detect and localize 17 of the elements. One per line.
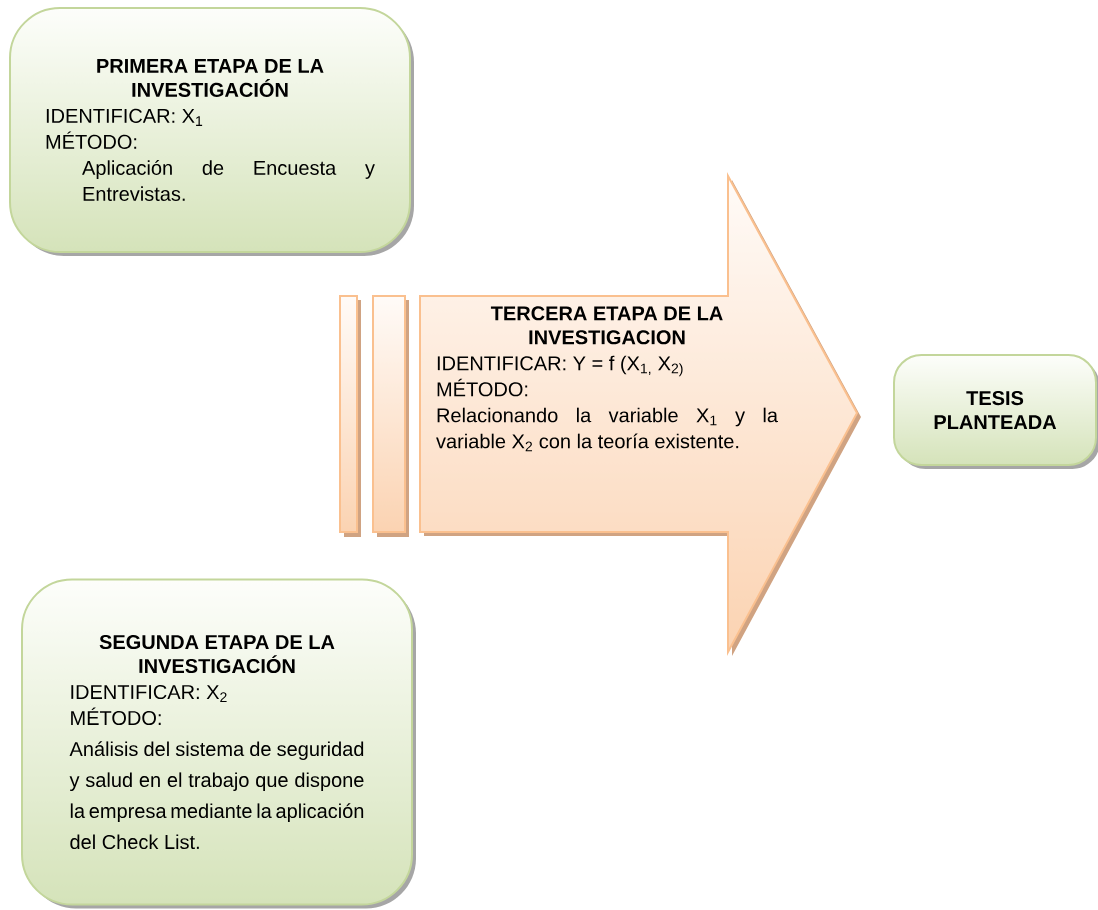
stage-heading: PRIMERA ETAPA DE LA INVESTIGACIÓN (97, 59, 324, 97)
text-line: MÉTODO: (437, 378, 528, 397)
stage-box (21, 578, 416, 909)
text-line: IDENTIFICAR: X$_{1}$ (46, 108, 203, 126)
text-line: MÉTODO: (71, 707, 161, 726)
text-line: IDENTIFICAR: X$_{2}$ (71, 684, 227, 702)
text-line: MÉTODO: (46, 131, 137, 149)
stage-box (893, 354, 1098, 469)
method-description: Análisis del sistema de seguridad y salud en el trabajo que dispone la empresa mediante la aplicación del Check List. (69, 741, 364, 850)
stage-heading: TERCERA ETAPA DE LA INVESTIGACION (490, 306, 723, 345)
stage-heading: SEGUNDA ETAPA DE LA INVESTIGACIÓN (99, 634, 335, 674)
method-description: Aplicación de Encuesta y Entrevistas. (82, 160, 375, 201)
block-arrow (419, 172, 861, 656)
text-line: IDENTIFICAR: Y = f (X$_{1,}$ X$_{2)}$ (437, 355, 683, 377)
stage-heading: TESIS PLANTEADA (934, 391, 1057, 429)
stage-box (9, 7, 414, 256)
method-description: Relacionando la variable X$_{1}$ y la variable X$_{2}$ con la teoría existente. (436, 407, 778, 452)
